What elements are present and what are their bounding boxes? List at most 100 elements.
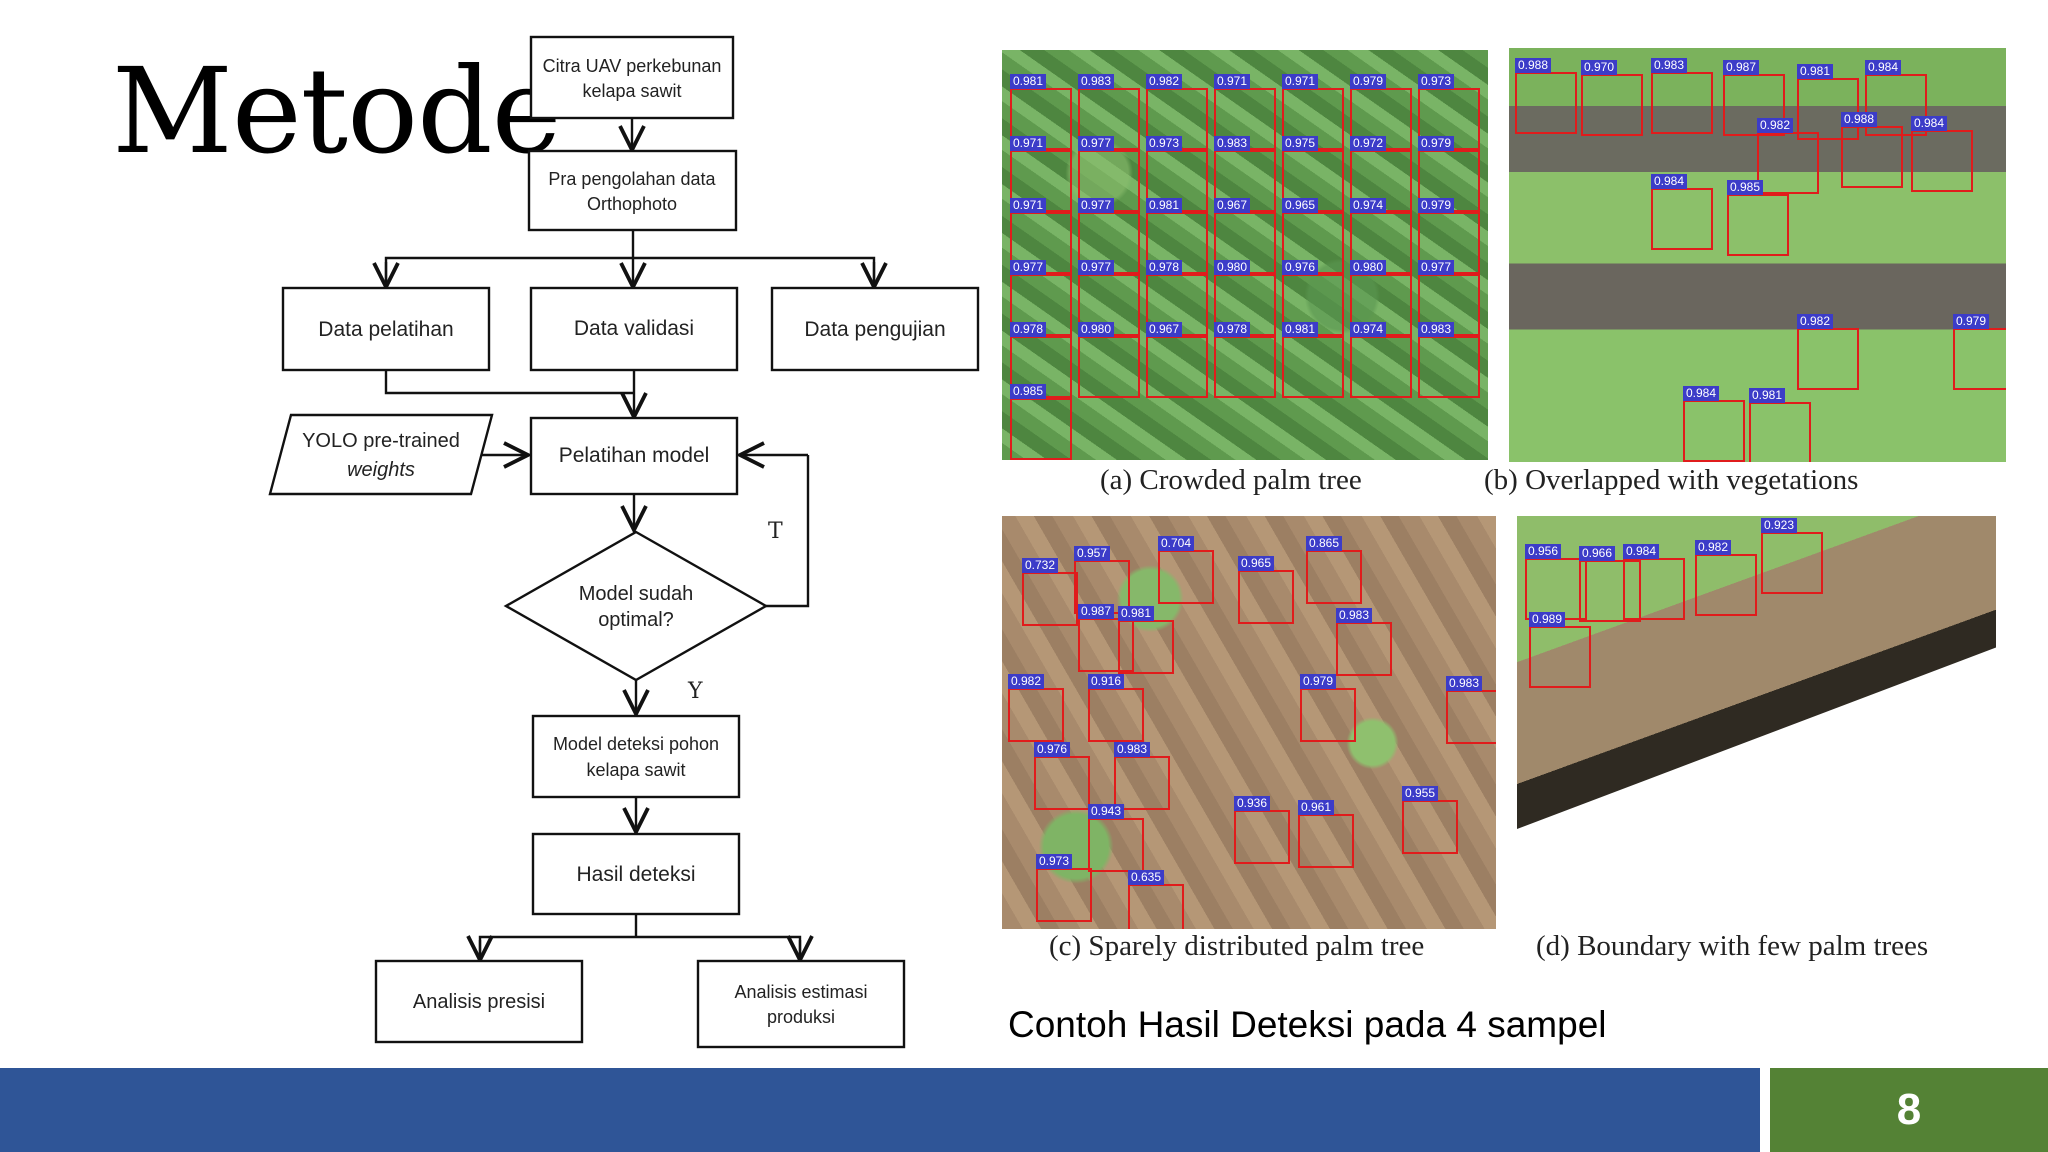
node-preprocess-line-2: Orthophoto (587, 194, 677, 214)
detection-box: 0.936 (1234, 796, 1290, 864)
detection-box: 0.985 (1727, 180, 1789, 256)
detection-box: 0.970 (1581, 60, 1643, 136)
detection-box: 0.987 (1078, 604, 1134, 672)
detection-box: 0.984 (1911, 116, 1973, 192)
detection-score: 0.984 (1911, 116, 1948, 131)
detection-box: 0.983 (1446, 676, 1496, 744)
node-result: Hasil deteksi (531, 832, 741, 916)
node-weights-line-1: YOLO pre-trained (302, 430, 460, 452)
svg-text:Data pelatihan: Data pelatihan (318, 318, 453, 341)
detection-score: 0.975 (1282, 136, 1319, 151)
detection-score: 0.979 (1300, 674, 1337, 689)
detection-score: 0.979 (1418, 198, 1455, 213)
node-input-line-2: kelapa sawit (582, 81, 681, 101)
detection-score: 0.977 (1078, 198, 1115, 213)
node-precision-line-1: Analisis presisi (413, 991, 545, 1013)
detection-score: 0.916 (1088, 674, 1125, 689)
detection-score: 0.985 (1727, 180, 1764, 195)
detection-box: 0.982 (1695, 540, 1757, 616)
detection-score: 0.704 (1158, 536, 1195, 551)
detection-score: 0.977 (1418, 260, 1455, 275)
detection-score: 0.984 (1683, 386, 1720, 401)
detection-score: 0.980 (1350, 260, 1387, 275)
slide-subtitle: Contoh Hasil Deteksi pada 4 sampel (1008, 1004, 1607, 1045)
detection-score: 0.983 (1651, 58, 1688, 73)
detection-score: 0.982 (1146, 74, 1183, 89)
detection-box: 0.980 (1078, 322, 1140, 398)
node-estimation: Analisis estimasi produksi (696, 959, 906, 1049)
node-estimation-line-2: produksi (767, 1007, 835, 1027)
detection-box: 0.923 (1761, 518, 1823, 594)
detection-score: 0.987 (1723, 60, 1760, 75)
detection-score: 0.979 (1953, 314, 1990, 329)
svg-text:Data pengujian: Data pengujian (804, 318, 945, 341)
detection-score: 0.979 (1418, 136, 1455, 151)
detection-box: 0.961 (1298, 800, 1354, 868)
detection-score: 0.981 (1282, 322, 1319, 337)
detection-score: 0.865 (1306, 536, 1343, 551)
detection-score: 0.971 (1010, 136, 1047, 151)
detection-box: 0.982 (1008, 674, 1064, 742)
detection-box: 0.983 (1418, 322, 1480, 398)
detection-box: 0.979 (1953, 314, 2006, 390)
detection-score: 0.971 (1282, 74, 1319, 89)
detection-box: 0.983 (1214, 136, 1276, 212)
detection-score: 0.981 (1797, 64, 1834, 79)
detection-box: 0.983 (1114, 742, 1170, 810)
node-precision: Analisis presisi (374, 959, 584, 1044)
svg-text:Analisis presisi: Analisis presisi (413, 991, 545, 1013)
page-number: 8 (1770, 1068, 2048, 1152)
node-model-line-1: Model deteksi pohon (553, 734, 719, 754)
detection-score: 0.983 (1114, 742, 1151, 757)
detection-box: 0.984 (1683, 386, 1745, 462)
detection-score: 0.923 (1761, 518, 1798, 533)
detection-score: 0.983 (1078, 74, 1115, 89)
svg-text:Pelatihan model: Pelatihan model (559, 444, 710, 467)
node-preprocess-line-1: Pra pengolahan data (548, 169, 716, 189)
detection-score: 0.983 (1446, 676, 1483, 691)
detection-box: 0.865 (1306, 536, 1362, 604)
detection-box: 0.982 (1757, 118, 1819, 194)
detection-score: 0.965 (1238, 556, 1275, 571)
node-test-data: Data pengujian (770, 286, 980, 372)
detection-box: 0.704 (1158, 536, 1214, 604)
detection-score: 0.971 (1214, 74, 1251, 89)
detection-box: 0.974 (1350, 322, 1412, 398)
detection-box: 0.979 (1300, 674, 1356, 742)
detection-score: 0.977 (1078, 260, 1115, 275)
edge-label-no: T (768, 519, 783, 544)
edge-decision-no (740, 455, 810, 608)
edge-result-analysis (480, 914, 800, 960)
detection-score: 0.988 (1841, 112, 1878, 127)
node-estimation-line-1: Analisis estimasi (734, 982, 867, 1002)
detection-box: 0.989 (1529, 612, 1591, 688)
detection-box: 0.984 (1623, 544, 1685, 620)
detection-score: 0.978 (1146, 260, 1183, 275)
detection-box: 0.978 (1214, 322, 1276, 398)
node-train-data: Data pelatihan (281, 286, 491, 372)
node-input-line-1: Citra UAV perkebunan (543, 56, 722, 76)
detection-score: 0.981 (1146, 198, 1183, 213)
detection-box: 0.984 (1651, 174, 1713, 250)
detection-box: 0.988 (1515, 58, 1577, 134)
footer-bar (0, 1068, 1760, 1152)
detection-box: 0.978 (1010, 322, 1072, 398)
detection-score: 0.982 (1797, 314, 1834, 329)
node-val-data: Data validasi (529, 286, 739, 372)
detection-score: 0.980 (1214, 260, 1251, 275)
svg-text:Hasil deteksi: Hasil deteksi (576, 863, 695, 886)
detection-score: 0.983 (1418, 322, 1455, 337)
detection-box: 0.956 (1525, 544, 1587, 620)
detection-box: 0.980 (1350, 260, 1412, 336)
detection-box: 0.635 (1128, 870, 1184, 929)
edge-preprocess-split (386, 230, 874, 287)
detection-score: 0.989 (1529, 612, 1566, 627)
detection-box: 0.984 (1865, 60, 1927, 136)
detection-box: 0.973 (1036, 854, 1092, 922)
